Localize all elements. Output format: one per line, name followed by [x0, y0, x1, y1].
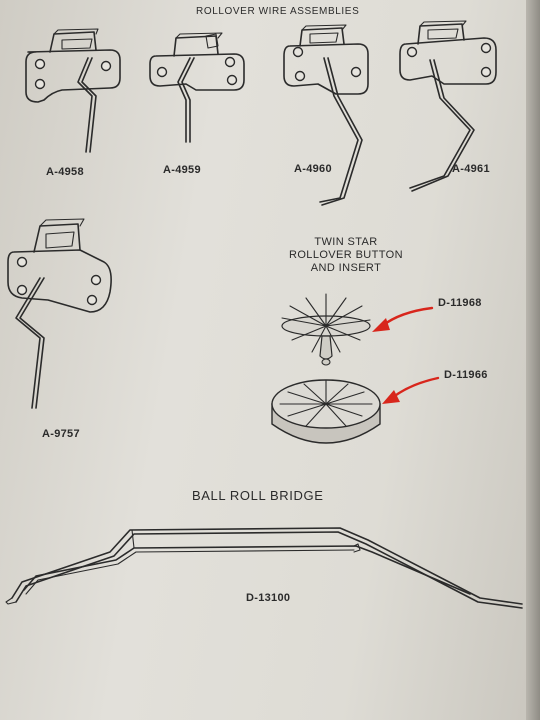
- twin-star-heading-line1: TWIN STAR: [314, 236, 378, 248]
- part-label-a9757: A-9757: [42, 428, 80, 440]
- twin-star-button-drawing: [281, 293, 371, 366]
- part-label-a4961: A-4961: [452, 163, 490, 175]
- section-title: ROLLOVER WIRE ASSEMBLIES: [196, 6, 360, 17]
- ball-roll-bridge-drawing: [5, 527, 523, 609]
- part-label-d11968: D-11968: [438, 297, 482, 309]
- twin-star-heading-line2: ROLLOVER BUTTON: [289, 249, 403, 261]
- part-label-a4959: A-4959: [163, 164, 201, 176]
- rollover-wire-a9757-drawing: [7, 218, 112, 409]
- star-insert-drawing: [271, 379, 381, 444]
- part-label-a4958: A-4958: [46, 166, 84, 178]
- part-label-a4960: A-4960: [294, 163, 332, 175]
- twin-star-heading-line3: AND INSERT: [310, 262, 382, 274]
- rollover-wire-a4958-drawing: [25, 28, 121, 153]
- rollover-wire-a4961-drawing: [399, 20, 497, 192]
- callout-arrow-d11966: [382, 376, 440, 404]
- ball-roll-bridge-title: BALL ROLL BRIDGE: [192, 488, 324, 503]
- twin-star-heading: TWIN STAR ROLLOVER BUTTON AND INSERT: [276, 236, 416, 275]
- rollover-wire-a4959-drawing: [149, 32, 245, 143]
- part-label-d13100: D-13100: [246, 592, 291, 604]
- page-edge: [526, 0, 540, 720]
- callout-arrow-d11968: [372, 306, 434, 332]
- part-label-d11966: D-11966: [444, 369, 488, 381]
- rollover-wire-a4960-drawing: [283, 24, 369, 206]
